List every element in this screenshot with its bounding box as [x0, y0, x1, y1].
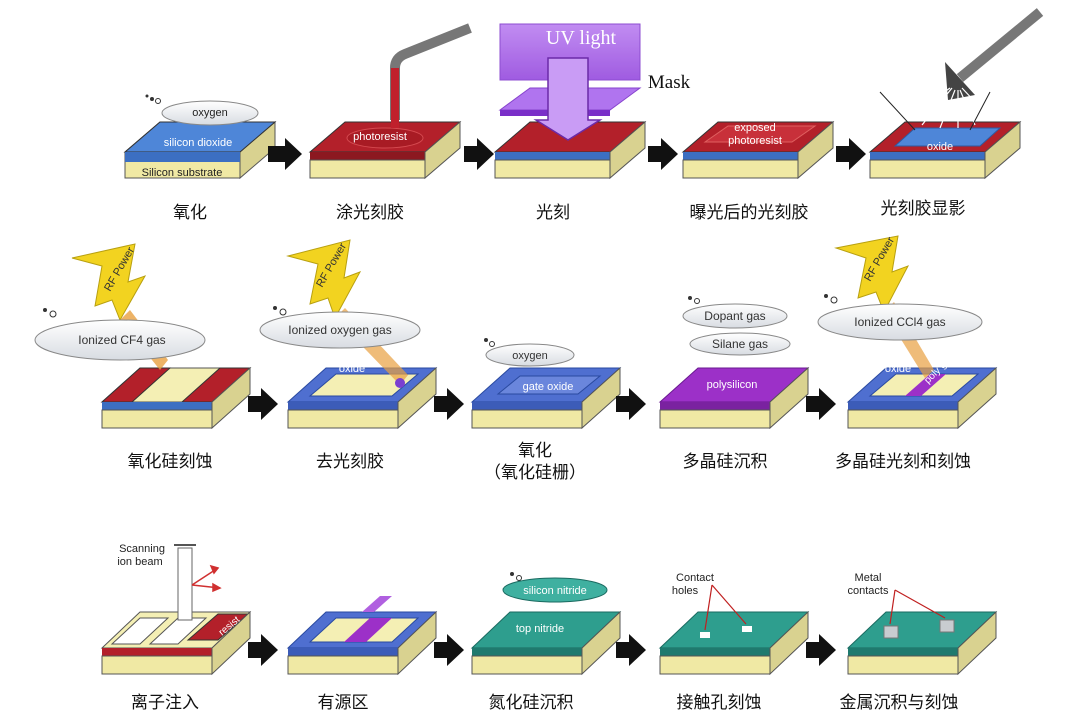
- r2-arrow-1: [248, 388, 278, 420]
- r3-s3-caption: 氮化硅沉积: [488, 693, 574, 713]
- r3-s5-metal2-label: contacts: [848, 585, 889, 597]
- r1-s5-caption: 光刻胶显影: [880, 199, 966, 219]
- r2-s2-wafer: [259, 239, 438, 430]
- r2-s1-wafer: [34, 243, 252, 430]
- r2-s4-gas1-label: Dopant gas: [704, 309, 765, 323]
- r3-s1-wafer: [100, 544, 252, 676]
- r1-s3-wafer: [493, 23, 647, 180]
- r3-s5-metal1-label: Metal: [855, 572, 882, 584]
- r3-arrows: [248, 634, 836, 666]
- r3-arrow-1: [248, 634, 278, 666]
- r1-s4-layer1-label: exposed: [734, 122, 776, 134]
- r1-arrow-3: [648, 138, 678, 170]
- r2-s3-caption: 氧化 （氧化硅栅）: [484, 441, 586, 483]
- r1-arrows: [268, 138, 866, 170]
- r1-s1-layer-label: silicon dioxide: [164, 137, 232, 149]
- r2-s4-caption: 多晶硅沉积: [682, 452, 768, 472]
- r3-arrow-4: [806, 634, 836, 666]
- r3-s1-caption: 离子注入: [131, 693, 199, 713]
- r1-s5-layer-label: oxide: [927, 141, 953, 153]
- r1-s2-layer-label: photoresist: [353, 131, 407, 143]
- r2-s5-caption: 多晶硅光刻和刻蚀: [835, 452, 971, 472]
- r3-s1-beam1-label: Scanning: [119, 543, 165, 555]
- r3-s2-wafer: [286, 596, 438, 676]
- r2-arrows: [248, 388, 836, 420]
- r1-s4-layer2-label: photoresist: [728, 135, 782, 147]
- r3-s4-hole1-label: Contact: [676, 572, 714, 584]
- r2-s4-gas2-label: Silane gas: [712, 337, 768, 351]
- r3-s4-hole2-label: holes: [672, 585, 699, 597]
- r2-s2-layer-label: oxide: [339, 363, 365, 375]
- r3-s3-gas-label: silicon nitride: [523, 585, 587, 597]
- r1-s4-caption: 曝光后的光刻胶: [689, 203, 809, 223]
- r1-arrow-1: [268, 138, 302, 170]
- r2-s5-gas-label: Ionized CCl4 gas: [854, 315, 945, 329]
- r2-arrow-3: [616, 388, 646, 420]
- r2-arrow-2: [434, 388, 464, 420]
- r3-s3-layer-label: top nitride: [516, 623, 564, 635]
- r1-arrow-2: [464, 138, 494, 170]
- r3-s3-wafer: [470, 572, 622, 676]
- r2-s2-caption: 去光刻胶: [316, 452, 384, 472]
- r1-s3-uv-label: UV light: [546, 27, 617, 49]
- r1-s5-wafer: [868, 8, 1044, 180]
- r2-arrow-4: [806, 388, 836, 420]
- r1-s1-caption: 氧化: [173, 203, 207, 223]
- r3-s5-wafer: [846, 589, 998, 676]
- r2-s3-layer-label: gate oxide: [523, 381, 574, 393]
- r3-s5-caption: 金属沉积与刻蚀: [839, 693, 959, 713]
- r2-s4-wafer: [658, 296, 810, 430]
- r1-s1-wafer: [123, 94, 277, 180]
- r1-s3-caption: 光刻: [536, 203, 570, 223]
- r2-s3-gas-label: oxygen: [512, 350, 547, 362]
- r1-s2-wafer: [308, 23, 472, 180]
- r3-s4-caption: 接触孔刻蚀: [676, 693, 762, 713]
- r2-s2-gas-label: Ionized oxygen gas: [288, 323, 391, 337]
- r1-s2-caption: 涂光刻胶: [336, 203, 404, 223]
- r3-s1-beam2-label: ion beam: [117, 556, 162, 568]
- r3-arrow-3: [616, 634, 646, 666]
- r1-s3-mask-label: Mask: [648, 72, 691, 93]
- r2-s5-layer1-label: oxide: [885, 363, 911, 375]
- r2-s5-wafer: [817, 235, 998, 430]
- r2-s1-gas-label: Ionized CF4 gas: [78, 333, 165, 347]
- r1-arrow-4: [836, 138, 866, 170]
- r2-s1-layer-label: photoresist: [185, 350, 239, 362]
- r2-s1-caption: 氧化硅刻蚀: [127, 452, 213, 472]
- r3-s2-caption: 有源区: [317, 693, 369, 713]
- r2-s3-wafer: [470, 338, 622, 430]
- r2-s4-layer-label: polysilicon: [707, 379, 758, 391]
- r1-s1-gas-label: oxygen: [192, 107, 227, 119]
- r3-s4-wafer: [658, 584, 810, 676]
- r1-s1-base-label: Silicon substrate: [142, 167, 223, 179]
- r1-s4-wafer: [681, 120, 835, 180]
- r3-arrow-2: [434, 634, 464, 666]
